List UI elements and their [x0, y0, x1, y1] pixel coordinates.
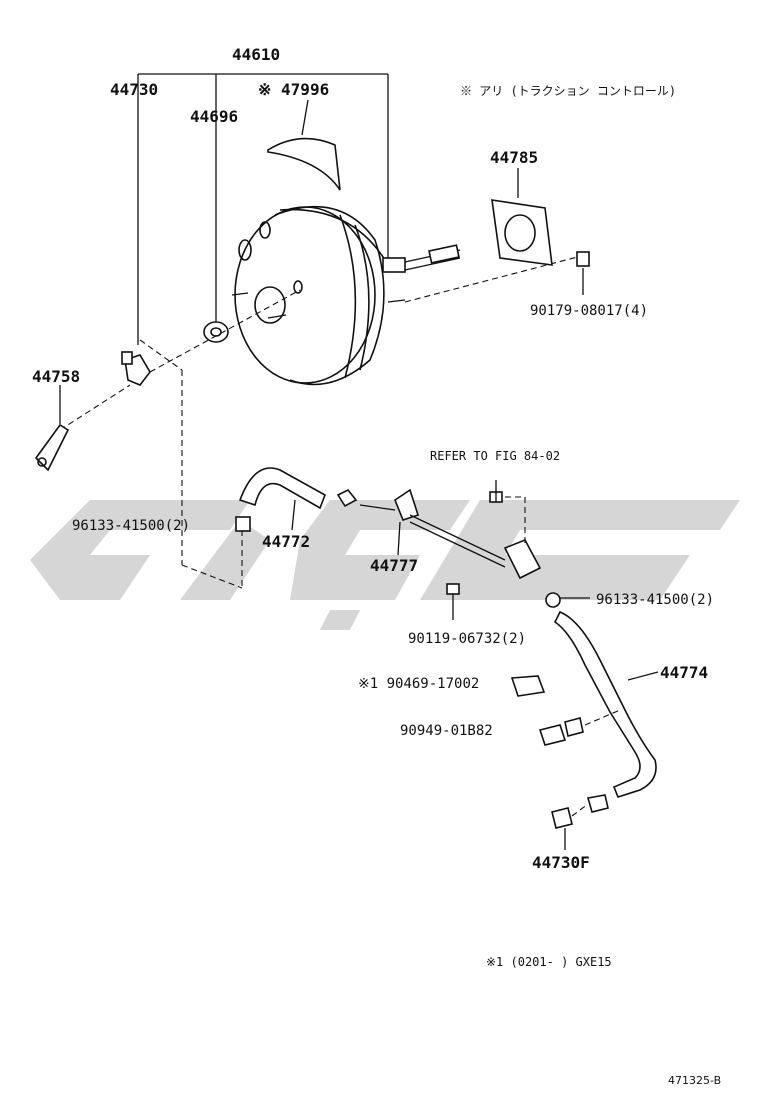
footnote-gxe15: ※1 (0201- ) GXE15 [486, 955, 612, 969]
gasket-44785 [491, 168, 553, 266]
label-47996: ※ 47996 [258, 80, 329, 99]
check-valve-44730f [551, 794, 609, 850]
dashed-guides-upper [59, 254, 586, 589]
label-90469: ※1 90469-17002 [358, 676, 479, 692]
label-90179: 90179-08017(4) [530, 303, 648, 319]
label-44730f: 44730F [532, 853, 590, 872]
label-90949: 90949-01B82 [400, 723, 493, 739]
label-96133-left: 96133-41500(2) [72, 518, 190, 534]
label-44758: 44758 [32, 367, 80, 386]
grommet-44696 [203, 321, 229, 343]
label-44785: 44785 [490, 148, 538, 167]
label-44730: 44730 [110, 80, 158, 99]
bracket-44758 [34, 385, 70, 472]
clip-90469 [510, 675, 546, 697]
clamp-96133-right [545, 592, 590, 608]
hose-44772 [238, 467, 326, 531]
label-44696: 44696 [190, 107, 238, 126]
bolts [446, 480, 526, 620]
label-96133-right: 96133-41500(2) [596, 592, 714, 608]
label-44777: 44777 [370, 556, 418, 575]
check-valve-44730 [121, 351, 151, 386]
watermark-logo [30, 500, 740, 630]
pipe-44777 [336, 488, 542, 580]
hose-44774 [553, 610, 659, 798]
connector-90949 [538, 709, 621, 746]
leader-44610 [137, 73, 389, 345]
label-90119: 90119-06732(2) [408, 631, 526, 647]
label-44610: 44610 [232, 45, 280, 64]
clamp-96133-left [235, 516, 251, 532]
figure-id: 471325-B [668, 1074, 721, 1087]
nut-90179 [576, 251, 590, 295]
brake-booster [231, 205, 461, 386]
label-44772: 44772 [262, 532, 310, 551]
shield-47996 [267, 99, 341, 191]
label-refer-fig: REFER TO FIG 84-02 [430, 449, 560, 463]
label-traction-note: ※ アリ (トラクション コントロール) [460, 84, 676, 98]
label-44774: 44774 [660, 663, 708, 682]
part-labels: 44610 44730 ※ 47996 44696 ※ アリ (トラクション コ… [32, 45, 721, 1087]
